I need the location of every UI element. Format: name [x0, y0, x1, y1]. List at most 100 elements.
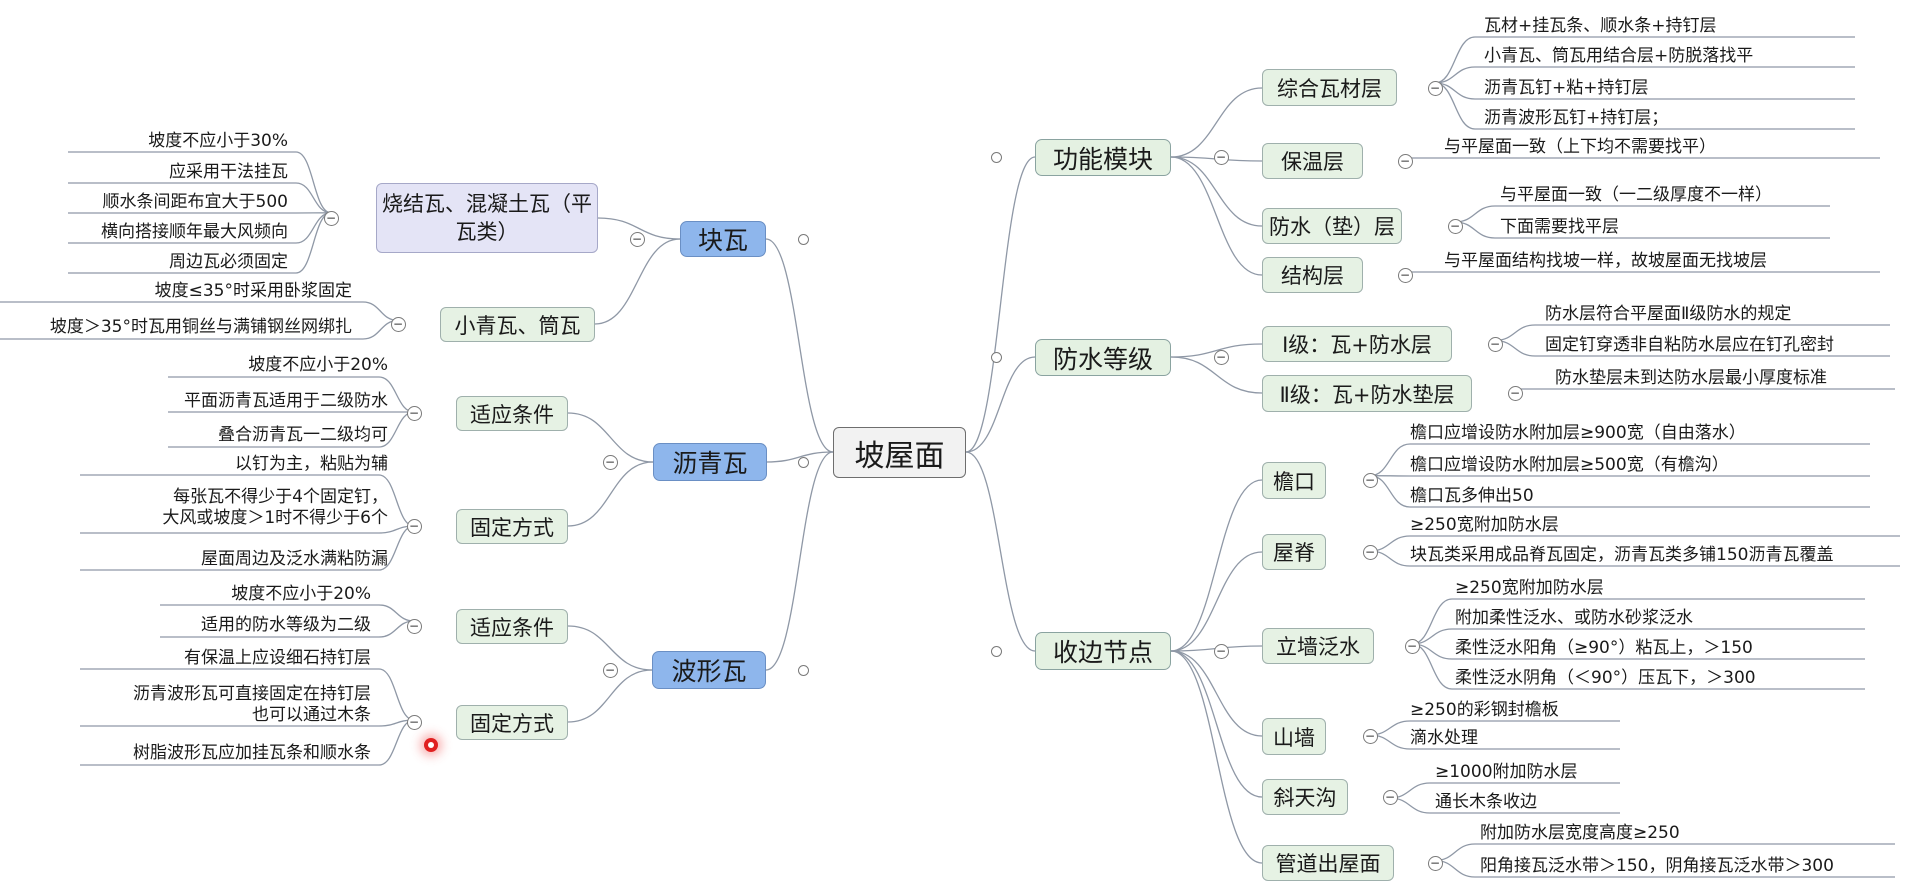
collapse-toggle-icon[interactable]: − [1487, 336, 1503, 352]
leaf-text[interactable]: 屋面周边及泛水满粘防漏 [201, 549, 388, 569]
leaf-text[interactable]: 瓦材+挂瓦条、顺水条+持钉层 [1484, 16, 1717, 36]
sub-shao-jie-wa[interactable]: 烧结瓦、混凝土瓦（平瓦类） [376, 183, 598, 253]
leaf-text[interactable]: 下面需要找平层 [1500, 217, 1619, 237]
collapse-toggle-icon[interactable]: − [602, 662, 618, 678]
sub-er-ji[interactable]: Ⅱ级：瓦+防水垫层 [1262, 375, 1472, 412]
sub-jie-gou-ceng[interactable]: 结构层 [1262, 257, 1363, 293]
leaf-text[interactable]: 顺水条间距布宜大于500 [102, 192, 288, 212]
leaf-text[interactable]: 树脂波形瓦应加挂瓦条和顺水条 [133, 743, 371, 763]
leaf-text[interactable]: 与平屋面一致（上下均不需要找平） [1444, 137, 1716, 157]
sub-wu-ji[interactable]: 屋脊 [1262, 534, 1326, 570]
leaf-text[interactable]: 固定钉穿透非自粘防水层应在钉孔密封 [1545, 335, 1834, 355]
collapse-toggle-icon[interactable]: − [1427, 855, 1443, 871]
leaf-text[interactable]: 防水层符合平屋面Ⅱ级防水的规定 [1545, 304, 1792, 324]
sub-bao-wen-ceng[interactable]: 保温层 [1262, 143, 1363, 179]
sub-fang-shui-dian-ceng[interactable]: 防水（垫）层 [1262, 208, 1402, 244]
leaf-text[interactable]: 通长木条收边 [1435, 792, 1537, 812]
collapse-toggle-icon[interactable]: − [1447, 218, 1463, 234]
connector-line [1170, 479, 1263, 652]
leaf-text[interactable]: 以钉为主，粘贴为辅 [235, 454, 388, 474]
collapse-toggle-icon[interactable]: − [323, 210, 339, 226]
leaf-text[interactable]: 柔性泛水阳角（≥90°）粘瓦上，＞150 [1455, 638, 1753, 658]
collapse-toggle-icon[interactable]: − [1507, 385, 1523, 401]
collapse-toggle-icon[interactable]: − [1397, 267, 1413, 283]
leaf-text[interactable]: ≥250宽附加防水层 [1455, 578, 1604, 598]
leaf-text[interactable]: 坡度不应小于20% [231, 584, 371, 604]
collapse-toggle-icon[interactable]: − [1362, 728, 1378, 744]
branch-kuai-wa[interactable]: 块瓦 [680, 221, 766, 257]
connector-line [1369, 443, 1411, 477]
collapse-toggle-icon[interactable]: − [406, 518, 422, 534]
leaf-text[interactable]: ≥250宽附加防水层 [1410, 515, 1559, 535]
sub-guan-dao-chu-wu-mian[interactable]: 管道出屋面 [1262, 845, 1394, 881]
leaf-text[interactable]: 叠合沥青瓦一二级均可 [218, 425, 388, 445]
leaf-text[interactable]: 坡度≤35°时采用卧浆固定 [154, 281, 352, 301]
collapse-toggle-icon[interactable]: − [406, 405, 422, 421]
leaf-text[interactable]: 有保温上应设细石持钉层 [184, 648, 371, 668]
sub-bo-xing-gu-ding[interactable]: 固定方式 [456, 705, 568, 740]
collapse-toggle-icon[interactable]: − [1397, 153, 1413, 169]
sub-li-qing-gu-ding[interactable]: 固定方式 [456, 509, 568, 544]
leaf-text[interactable]: 坡度不应小于20% [248, 355, 388, 375]
connector-line [1170, 87, 1263, 158]
leaf-text[interactable]: 应采用干法挂瓦 [169, 162, 288, 182]
leaf-text[interactable]: 块瓦类采用成品脊瓦固定，沥青瓦类多铺150沥青瓦覆盖 [1410, 545, 1834, 565]
leaf-text[interactable]: 附加柔性泛水、或防水砂浆泛水 [1455, 608, 1693, 628]
collapse-toggle-icon[interactable]: − [1213, 149, 1229, 165]
cursor-indicator-icon [424, 738, 438, 752]
sub-li-qiang-fan-shui[interactable]: 立墙泛水 [1262, 628, 1374, 664]
leaf-text[interactable]: 附加防水层宽度高度≥250 [1480, 823, 1680, 843]
sub-bo-xing-shi-ying[interactable]: 适应条件 [456, 609, 568, 644]
leaf-text[interactable]: ≥250的彩钢封檐板 [1410, 700, 1559, 720]
leaf-text[interactable]: 与平屋面一致（一二级厚度不一样） [1500, 185, 1772, 205]
leaf-text[interactable]: 坡度＞35°时瓦用铜丝与满铺钢丝网绑扎 [49, 317, 352, 337]
branch-fang-shui-deng-ji[interactable]: 防水等级 [1035, 339, 1171, 376]
sub-li-qing-shi-ying[interactable]: 适应条件 [456, 396, 568, 431]
collapse-toggle-icon[interactable]: − [629, 231, 645, 247]
leaf-text[interactable]: 小青瓦、筒瓦用结合层+防脱落找平 [1484, 46, 1754, 66]
leaf-text[interactable]: 檐口应增设防水附加层≥500宽（有檐沟） [1410, 455, 1729, 475]
connector-line [594, 238, 681, 325]
branch-bo-xing-wa[interactable]: 波形瓦 [652, 651, 766, 689]
sub-yan-kou[interactable]: 檐口 [1262, 462, 1326, 499]
collapse-toggle-icon[interactable]: − [406, 714, 422, 730]
collapse-toggle-icon[interactable]: − [406, 618, 422, 634]
leaf-text[interactable]: 平面沥青瓦适用于二级防水 [184, 391, 388, 411]
leaf-text[interactable]: 滴水处理 [1410, 728, 1478, 748]
collapse-toggle-icon[interactable]: − [1362, 544, 1378, 560]
leaf-text[interactable]: 檐口瓦多伸出50 [1410, 486, 1534, 506]
sub-shan-qiang[interactable]: 山墙 [1262, 718, 1326, 755]
branch-li-qing-wa[interactable]: 沥青瓦 [653, 443, 767, 481]
leaf-text[interactable]: 沥青波形瓦钉+持钉层； [1484, 108, 1669, 128]
leaf-text[interactable]: 沥青波形瓦可直接固定在持钉层 也可以通过木条 [133, 684, 371, 725]
sub-xie-tian-gou[interactable]: 斜天沟 [1262, 779, 1348, 815]
leaf-text[interactable]: 檐口应增设防水附加层≥900宽（自由落水） [1410, 423, 1746, 443]
leaf-text[interactable]: 防水垫层未到达防水层最小厚度标准 [1555, 368, 1827, 388]
leaf-text[interactable]: 坡度不应小于30% [148, 131, 288, 151]
collapse-toggle-icon[interactable]: − [1362, 472, 1378, 488]
sub-yi-ji[interactable]: Ⅰ级：瓦+防水层 [1262, 326, 1452, 362]
sub-zong-he-wa-cai-ceng[interactable]: 综合瓦材层 [1262, 69, 1397, 106]
leaf-text[interactable]: 阳角接瓦泛水带＞150，阴角接瓦泛水带＞300 [1480, 856, 1834, 876]
leaf-text[interactable]: 适用的防水等级为二级 [201, 615, 371, 635]
collapse-toggle-icon[interactable]: − [602, 454, 618, 470]
collapse-toggle-icon[interactable]: − [1382, 789, 1398, 805]
leaf-text[interactable]: 柔性泛水阴角（＜90°）压瓦下，＞300 [1455, 668, 1756, 688]
leaf-text[interactable]: ≥1000附加防水层 [1435, 762, 1578, 782]
connector-line [1434, 36, 1476, 84]
leaf-text[interactable]: 横向搭接顺年最大风频向 [101, 222, 288, 242]
collapse-toggle-icon[interactable]: − [1427, 80, 1443, 96]
leaf-text[interactable]: 周边瓦必须固定 [169, 252, 288, 272]
sub-xiao-qing-wa[interactable]: 小青瓦、筒瓦 [440, 307, 595, 342]
leaf-text[interactable]: 每张瓦不得少于4个固定钉， 大风或坡度＞1时不得少于6个 [162, 487, 388, 528]
collapse-toggle-icon[interactable]: − [1213, 349, 1229, 365]
branch-shou-bian-jie-dian[interactable]: 收边节点 [1035, 632, 1171, 670]
collapse-toggle-icon[interactable]: − [390, 316, 406, 332]
leaf-text[interactable]: 沥青瓦钉+粘+持钉层 [1484, 78, 1649, 98]
connector-line [567, 461, 654, 527]
collapse-toggle-icon[interactable]: − [1213, 643, 1229, 659]
branch-gong-neng-mo-kuai[interactable]: 功能模块 [1035, 139, 1171, 176]
root-node-po-wu-mian[interactable]: 坡屋面 [833, 427, 966, 478]
collapse-toggle-icon[interactable]: − [1404, 638, 1420, 654]
leaf-text[interactable]: 与平屋面结构找坡一样，故坡屋面无找坡层 [1444, 251, 1767, 271]
